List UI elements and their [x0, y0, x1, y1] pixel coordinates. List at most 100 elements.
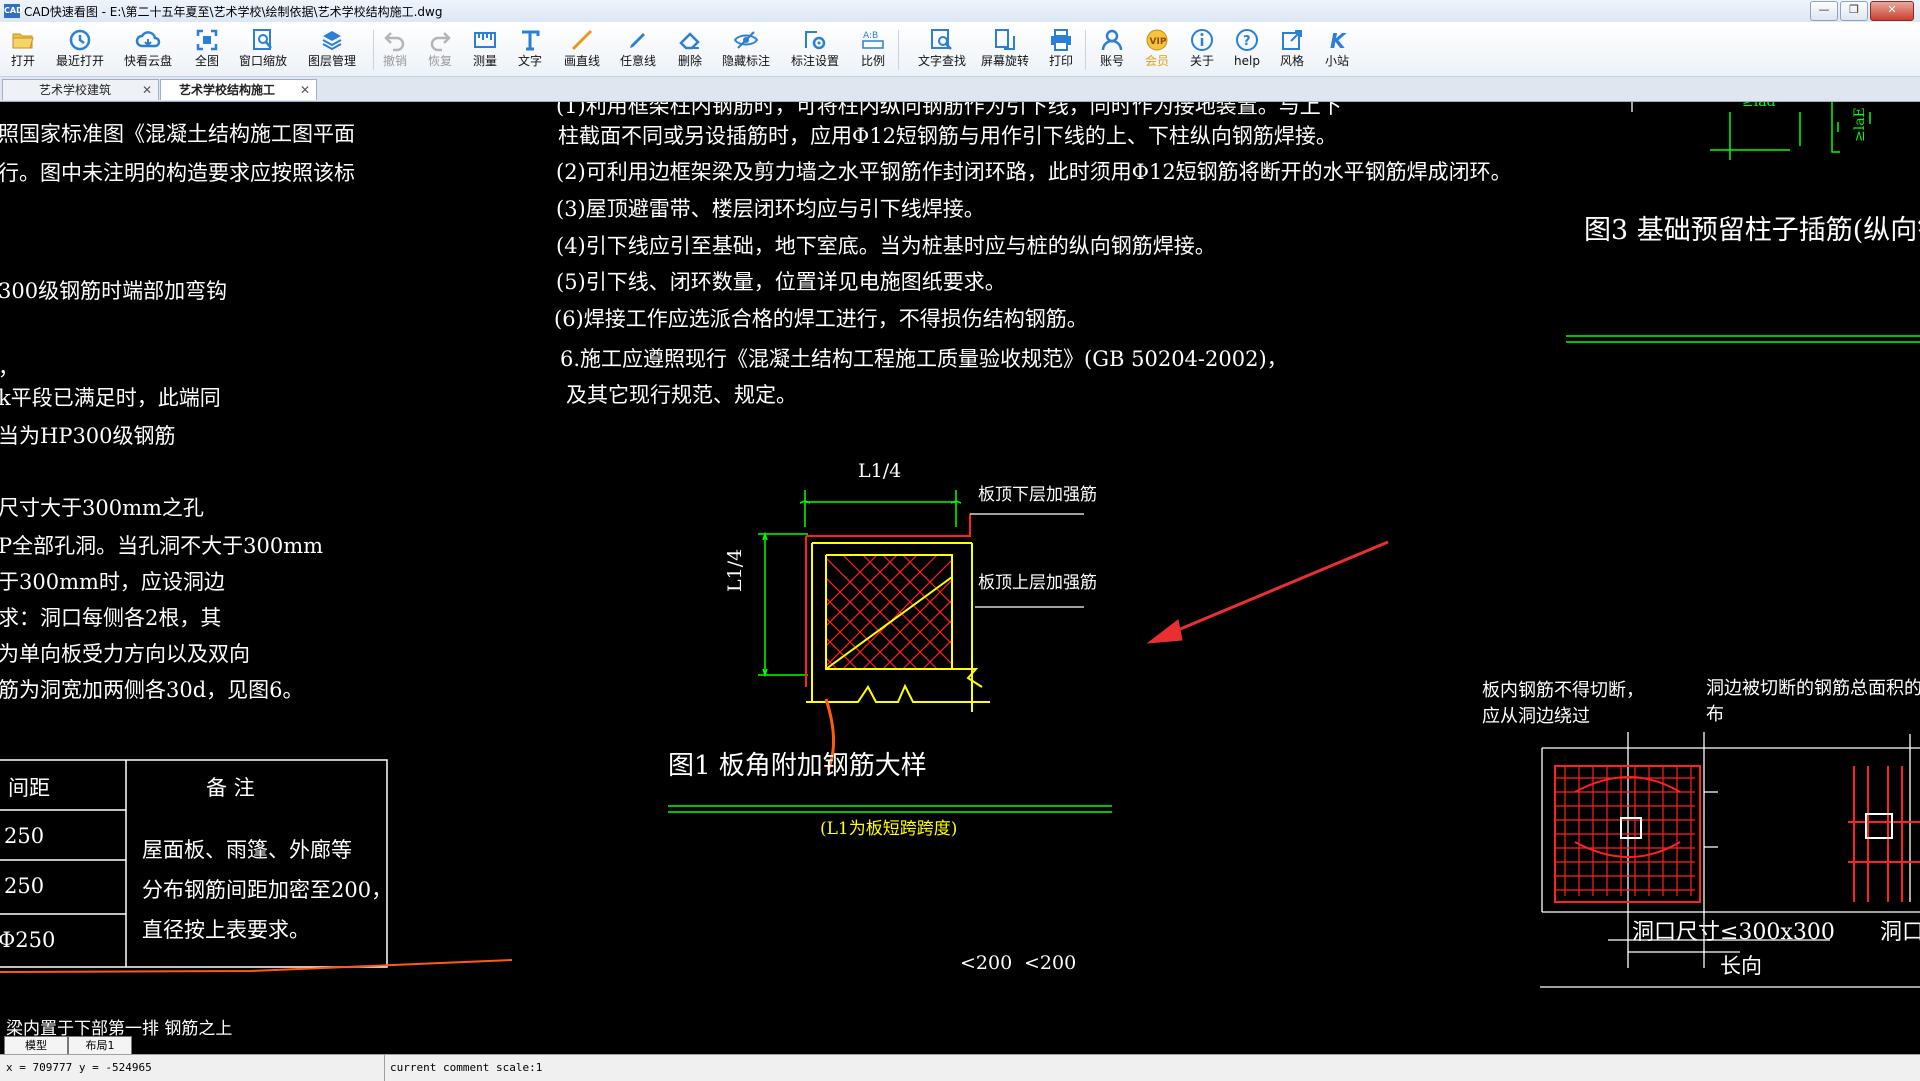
hole-note-left: 板内钢筋不得切断，: [1482, 680, 1644, 701]
fig3-title: 图3 基础预留柱子插筋(纵向钢筋): [1584, 215, 1920, 246]
center-note-line: 6.施工应遵照现行《混凝土结构工程施工质量验收规范》(GB 50204-2002…: [560, 347, 1288, 371]
fig3-partial-geometry: [1566, 102, 1920, 343]
k-logo-icon: K: [1311, 24, 1363, 54]
eye-hidden-icon: [720, 24, 772, 54]
draw-line-button[interactable]: 画直线: [556, 24, 608, 74]
recent-open-button[interactable]: 最近打开: [54, 24, 106, 74]
vip-button[interactable]: VIP 会员: [1131, 24, 1183, 74]
text-t-icon: [504, 24, 556, 54]
toolbar-separator: [898, 30, 899, 70]
scale-ab-icon: A:B: [847, 24, 899, 54]
tab-arts-school-architecture[interactable]: 艺术学校建筑 ✕: [2, 79, 159, 100]
left-note-line: 求：洞口每侧各2根，其: [0, 606, 222, 630]
line-icon: [556, 24, 608, 54]
scale-button[interactable]: A:B 比例: [847, 24, 899, 74]
svg-text:A:B: A:B: [863, 31, 878, 41]
fig1-top-bar-label: 板顶上层加强筋: [978, 573, 1097, 593]
fig1-bottom-bar-label: 板顶下层加强筋: [978, 485, 1097, 505]
fig3-partial-dim: ≥lad: [1742, 102, 1776, 110]
fig1-dim-left: L1/4: [724, 548, 746, 592]
about-button[interactable]: 关于: [1176, 24, 1228, 74]
toolbar-separator: [1085, 30, 1086, 70]
annotation-settings-button[interactable]: 标注设置: [789, 24, 841, 74]
left-note-line: 尺寸大于300mm之孔: [0, 496, 204, 520]
tab-layout1[interactable]: 布局1: [68, 1036, 132, 1055]
help-button[interactable]: ? help: [1221, 24, 1273, 74]
account-button[interactable]: 账号: [1086, 24, 1138, 74]
screen-rotate-button[interactable]: 屏幕旋转: [976, 24, 1034, 74]
history-icon: [54, 24, 106, 54]
drawing-canvas[interactable]: 照国家标准图《混凝土结构施工图平面 行。图中未注明的构造要求应按照该标 300级…: [0, 102, 1920, 1036]
center-note-line: (2)可利用边框架梁及剪力墙之水平钢筋作封闭环路，此时须用Φ12短钢筋将断开的水…: [556, 160, 1512, 184]
center-note-line: 及其它现行规范、规定。: [566, 383, 797, 407]
cloud-drive-button[interactable]: 快看云盘: [122, 24, 174, 74]
rotate-screen-icon: [976, 24, 1034, 54]
undo-button[interactable]: 撤销: [369, 24, 421, 74]
main-toolbar: 打开 最近打开 快看云盘 全图 窗口缩放 图层管理 撤销 恢复 测量 文字 画直…: [0, 22, 1920, 77]
close-window-button[interactable]: ✕: [1870, 1, 1914, 21]
document-tab-bar: 艺术学校建筑 ✕ 艺术学校结构施工 ✕: [0, 77, 1920, 102]
text-button[interactable]: 文字: [504, 24, 556, 74]
text-search-button[interactable]: 文字查找: [909, 24, 975, 74]
cursor-coordinates: x = 709777 y = -524965: [6, 1061, 152, 1074]
left-note-line: k平段已满足时，此端同: [0, 386, 221, 410]
erase-button[interactable]: 删除: [664, 24, 716, 74]
zoom-window-icon: [237, 24, 289, 54]
window-zoom-button[interactable]: 窗口缩放: [237, 24, 289, 74]
app-icon: CAD: [4, 4, 23, 18]
status-bar: x = 709777 y = -524965 current comment s…: [0, 1054, 1920, 1081]
eraser-icon: [664, 24, 716, 54]
status-divider: [384, 1055, 385, 1081]
minimize-button[interactable]: —: [1810, 1, 1838, 21]
hole-reinforcement-detail: [1540, 732, 1920, 988]
site-button[interactable]: K 小站: [1311, 24, 1363, 74]
close-tab-icon[interactable]: ✕: [141, 83, 152, 97]
freeline-button[interactable]: 任意线: [612, 24, 664, 74]
left-note-line: 筋为洞宽加两侧各30d，见图6。: [0, 678, 304, 702]
undo-icon: [369, 24, 421, 54]
hole-long-direction: 长向: [1720, 954, 1762, 978]
title-bar: CAD CAD快速看图 - E:\第二十五年夏至\艺术学校\绘制依据\艺术学校结…: [0, 0, 1920, 23]
open-button[interactable]: 打开: [0, 24, 49, 74]
left-note-line: 于300mm时，应设洞边: [0, 570, 225, 594]
layers-icon: [306, 24, 358, 54]
comment-scale: current comment scale:1: [390, 1061, 543, 1074]
spacing-dim: <200: [1024, 952, 1077, 974]
window-controls: — ❐ ✕: [1810, 1, 1914, 21]
table-remark-line: 分布钢筋间距加密至200，: [142, 878, 393, 902]
style-button[interactable]: 风格: [1266, 24, 1318, 74]
hole-note-left: 应从洞边绕过: [1482, 706, 1590, 727]
left-note-line: 300级钢筋时端部加弯钩: [0, 279, 228, 303]
hole-note-right: 布: [1706, 704, 1724, 725]
annotation-gear-icon: [789, 24, 841, 54]
full-view-button[interactable]: 全图: [181, 24, 233, 74]
center-note-line: (5)引下线、闭环数量，位置详见电施图纸要求。: [556, 270, 1006, 294]
table-remark-line: 屋面板、雨篷、外廊等: [142, 838, 352, 862]
hole-size-label: 洞口尺寸≤300x300: [1632, 920, 1835, 945]
layer-manager-button[interactable]: 图层管理: [306, 24, 358, 74]
redo-button[interactable]: 恢复: [414, 24, 466, 74]
info-icon: [1176, 24, 1228, 54]
hide-annotation-button[interactable]: 隐藏标注: [720, 24, 772, 74]
print-button[interactable]: 打印: [1035, 24, 1087, 74]
maximize-button[interactable]: ❐: [1840, 1, 1868, 21]
center-note-line: (1)利用框架柱内钢筋时，可将柱内纵向钢筋作为引下线，同时作为接地装置。与上下: [556, 102, 1342, 118]
printer-icon: [1035, 24, 1087, 54]
close-tab-icon[interactable]: ✕: [299, 83, 310, 97]
table-cell: 250: [4, 824, 45, 848]
left-note-line: ，: [0, 356, 19, 380]
table-header-remark: 备 注: [206, 776, 255, 800]
center-note-line: (4)引下线应引至基础，地下室底。当为桩基时应与桩的纵向钢筋焊接。: [556, 234, 1216, 258]
table-header-spacing: 间距: [8, 776, 50, 800]
hole-note-right: 洞边被切断的钢筋总面积的1/2各分: [1706, 678, 1920, 699]
tab-model[interactable]: 模型: [4, 1036, 68, 1055]
measure-button[interactable]: 测量: [459, 24, 511, 74]
window-title: CAD快速看图 - E:\第二十五年夏至\艺术学校\绘制依据\艺术学校结构施工.…: [24, 4, 443, 19]
bottom-left-note: 梁内置于下部第一排 钢筋之上: [6, 1019, 233, 1036]
tab-arts-school-structure[interactable]: 艺术学校结构施工 ✕: [160, 79, 317, 100]
text-search-icon: [909, 24, 975, 54]
ruler-icon: [459, 24, 511, 54]
center-note-line: 柱截面不同或另设插筋时，应用Φ12短钢筋与用作引下线的上、下柱纵向钢筋焊接。: [558, 124, 1337, 148]
center-note-line: (6)焊接工作应选派合格的焊工进行，不得损伤结构钢筋。: [554, 307, 1088, 331]
table-cell: Φ250: [0, 928, 56, 952]
